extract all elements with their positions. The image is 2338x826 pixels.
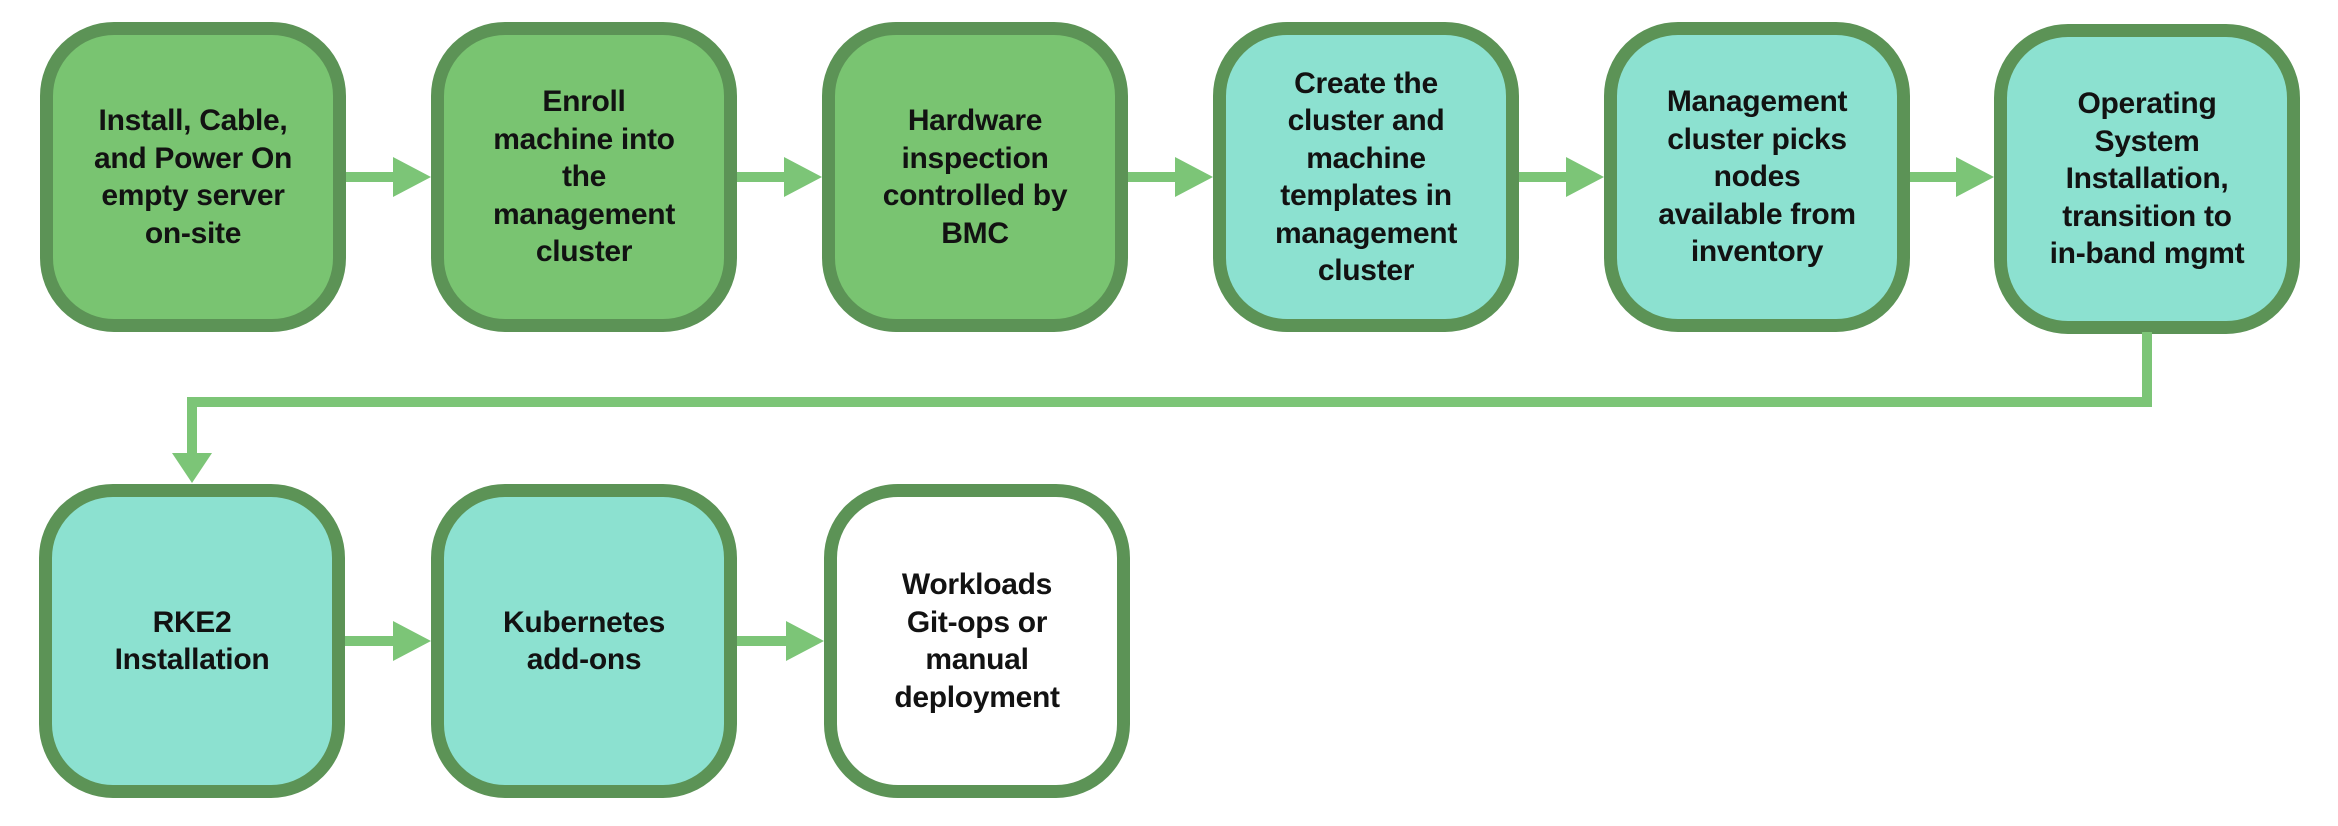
arrow-shaft — [346, 172, 393, 182]
arrow-picks-to-os — [1910, 157, 1994, 197]
arrow-shaft — [737, 172, 784, 182]
node-label: Kubernetes add-ons — [502, 605, 666, 677]
arrow-head-icon — [1175, 157, 1213, 197]
node-label: Workloads Git-ops or manual deployment — [894, 568, 1060, 714]
node-label: Hardware inspection controlled by BMC — [882, 104, 1068, 250]
arrow-head-icon — [1566, 157, 1604, 197]
node-label: Create the cluster and machine templates… — [1274, 66, 1458, 288]
arrow-install-to-enroll — [346, 157, 431, 197]
elbow-connector-horizontal — [187, 397, 2152, 407]
node-label: Install, Cable, and Power On empty serve… — [93, 104, 293, 250]
arrow-create-to-picks — [1519, 157, 1604, 197]
node-cluster-picks-nodes: Management cluster picks nodes available… — [1604, 22, 1910, 332]
arrow-head-icon — [393, 157, 431, 197]
elbow-connector-drop-from-os — [2142, 332, 2152, 407]
node-install-cable-power: Install, Cable, and Power On empty serve… — [40, 22, 346, 332]
node-kubernetes-addons: Kubernetes add-ons — [431, 484, 737, 798]
arrow-shaft — [1910, 172, 1956, 182]
elbow-connector-drop-to-rke2 — [187, 397, 197, 455]
node-workloads-deployment: Workloads Git-ops or manual deployment — [824, 484, 1130, 798]
node-label: Operating System Installation, transitio… — [2049, 87, 2245, 271]
arrow-head-icon — [784, 157, 822, 197]
arrow-enroll-to-inspection — [737, 157, 822, 197]
node-hardware-inspection: Hardware inspection controlled by BMC — [822, 22, 1128, 332]
arrow-shaft — [1128, 172, 1175, 182]
arrow-inspection-to-create — [1128, 157, 1213, 197]
arrow-shaft — [737, 636, 786, 646]
arrow-head-icon — [393, 621, 431, 661]
arrow-rke2-to-addons — [345, 621, 431, 661]
arrow-shaft — [1519, 172, 1566, 182]
node-label: RKE2 Installation — [114, 605, 270, 677]
node-enroll-machine: Enroll machine into the management clust… — [431, 22, 737, 332]
arrow-head-down-icon — [172, 453, 212, 483]
arrow-head-icon — [786, 621, 824, 661]
node-create-cluster-templates: Create the cluster and machine templates… — [1213, 22, 1519, 332]
node-label: Management cluster picks nodes available… — [1658, 85, 1856, 269]
node-rke2-installation: RKE2 Installation — [39, 484, 345, 798]
arrow-addons-to-workloads — [737, 621, 824, 661]
arrow-head-icon — [1956, 157, 1994, 197]
node-os-installation: Operating System Installation, transitio… — [1994, 24, 2300, 334]
node-label: Enroll machine into the management clust… — [492, 85, 676, 269]
arrow-shaft — [345, 636, 393, 646]
